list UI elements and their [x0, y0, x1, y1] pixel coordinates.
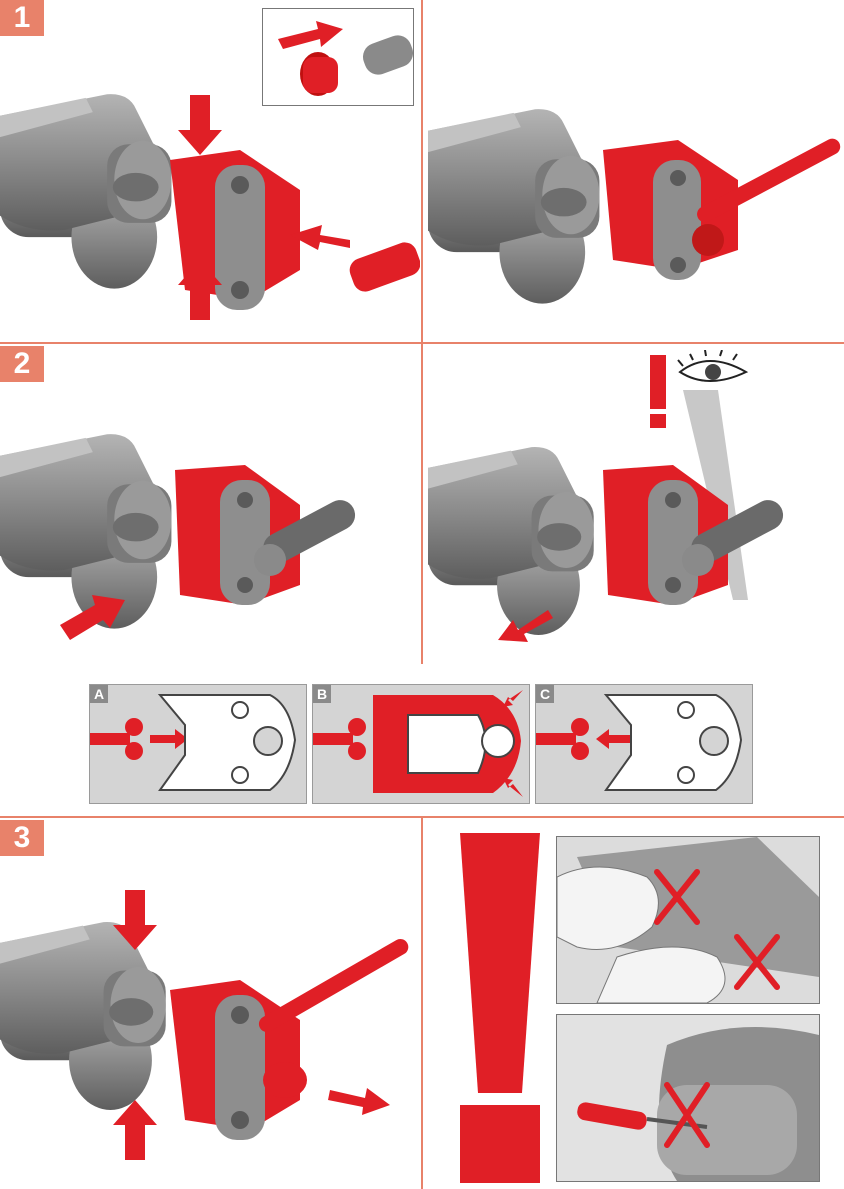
inset-fitting-detail: [262, 8, 414, 106]
step-number-1: 1: [0, 0, 44, 36]
warning-hands-detail: [556, 836, 820, 1004]
warning-screwdriver-detail: [556, 1014, 820, 1182]
cross-icon: [654, 869, 780, 990]
arrow-icon: [278, 21, 343, 49]
exclamation-icon: [650, 355, 666, 409]
arrow-icon: [113, 890, 157, 950]
eye-icon: [677, 350, 749, 382]
arrow-icon: [113, 1100, 157, 1160]
step-number-2: 2: [0, 346, 44, 382]
label-b: B: [313, 685, 331, 703]
illustration-step1-inserted: [428, 109, 841, 304]
illustration-step1-open-jaw: [0, 94, 420, 320]
diagram-a: A: [89, 684, 307, 804]
arrow-icon: [498, 610, 553, 642]
vertical-divider-bottom: [421, 816, 423, 1189]
arrow-icon: [178, 260, 222, 320]
label-a: A: [90, 685, 108, 703]
illustration-step3-release: [0, 890, 409, 1160]
step-number-3: 3: [0, 820, 44, 856]
label-c: C: [536, 685, 554, 703]
arrow-icon: [596, 729, 634, 749]
arrow-icon: [178, 95, 222, 155]
illustration-step2-press: [0, 434, 356, 640]
arrow-icon: [60, 595, 125, 640]
exclamation-icon: [460, 833, 540, 1183]
diagram-c: C: [535, 684, 753, 804]
vertical-divider-top: [421, 0, 423, 664]
illustration-step2-inspect: [428, 350, 784, 642]
diagram-b: B: [312, 684, 530, 804]
arrow-icon: [290, 225, 350, 250]
arrow-icon: [328, 1088, 390, 1115]
arrow-icon: [150, 729, 188, 749]
cross-icon: [664, 1082, 710, 1148]
arrow-icon: [503, 778, 523, 797]
arrow-icon: [503, 690, 523, 707]
